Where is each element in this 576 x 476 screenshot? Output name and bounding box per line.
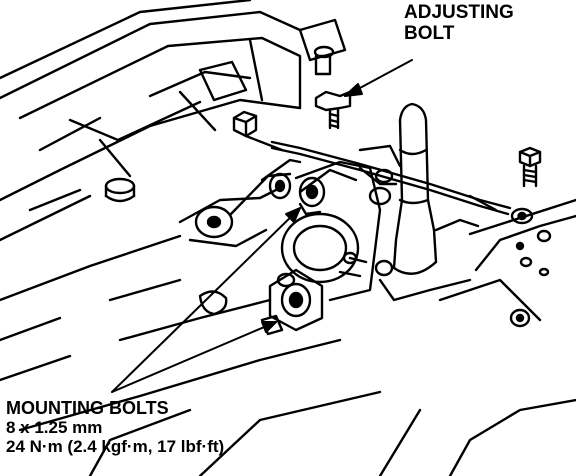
- mounting-bolts-label: MOUNTING BOLTS 8 x 1.25 mm 24 N·m (2.4 k…: [6, 398, 224, 456]
- mounting-bolts-size: 8 x 1.25 mm: [6, 418, 103, 438]
- oil-cap: [298, 18, 347, 76]
- adjusting-bolt-arrowhead: [344, 83, 363, 97]
- mounting-bolt-leader-lower: [111, 321, 277, 393]
- mounting-bolt-leader-upper: [111, 207, 301, 393]
- ground-cable: [270, 140, 534, 225]
- adjusting-bolt-label-line2: BOLT: [404, 23, 455, 45]
- pump-housing: [276, 160, 382, 302]
- mounting-bolts-torque: 24 N·m (2.4 kgf·m, 17 lbf·ft): [6, 437, 225, 457]
- mounting-bolt-arrowhead-upper: [285, 207, 301, 223]
- valve-cover-bolt: [232, 110, 284, 152]
- mounting-bolt-arrowhead-lower: [261, 321, 277, 333]
- front-bolt: [104, 177, 136, 203]
- loose-bolt: [518, 146, 542, 188]
- coolant-hose: [392, 102, 480, 275]
- mounting-bracket: [178, 158, 302, 248]
- adjusting-bolt-label-line1: ADJUSTING: [404, 2, 514, 23]
- callout-leader-lines: [111, 59, 413, 393]
- right-bracket: [358, 144, 576, 328]
- adjusting-bolt-label: ADJUSTING BOLT: [404, 2, 514, 45]
- mounting-bolts-title: MOUNTING BOLTS: [6, 398, 169, 418]
- adjusting-bolt: [314, 90, 352, 130]
